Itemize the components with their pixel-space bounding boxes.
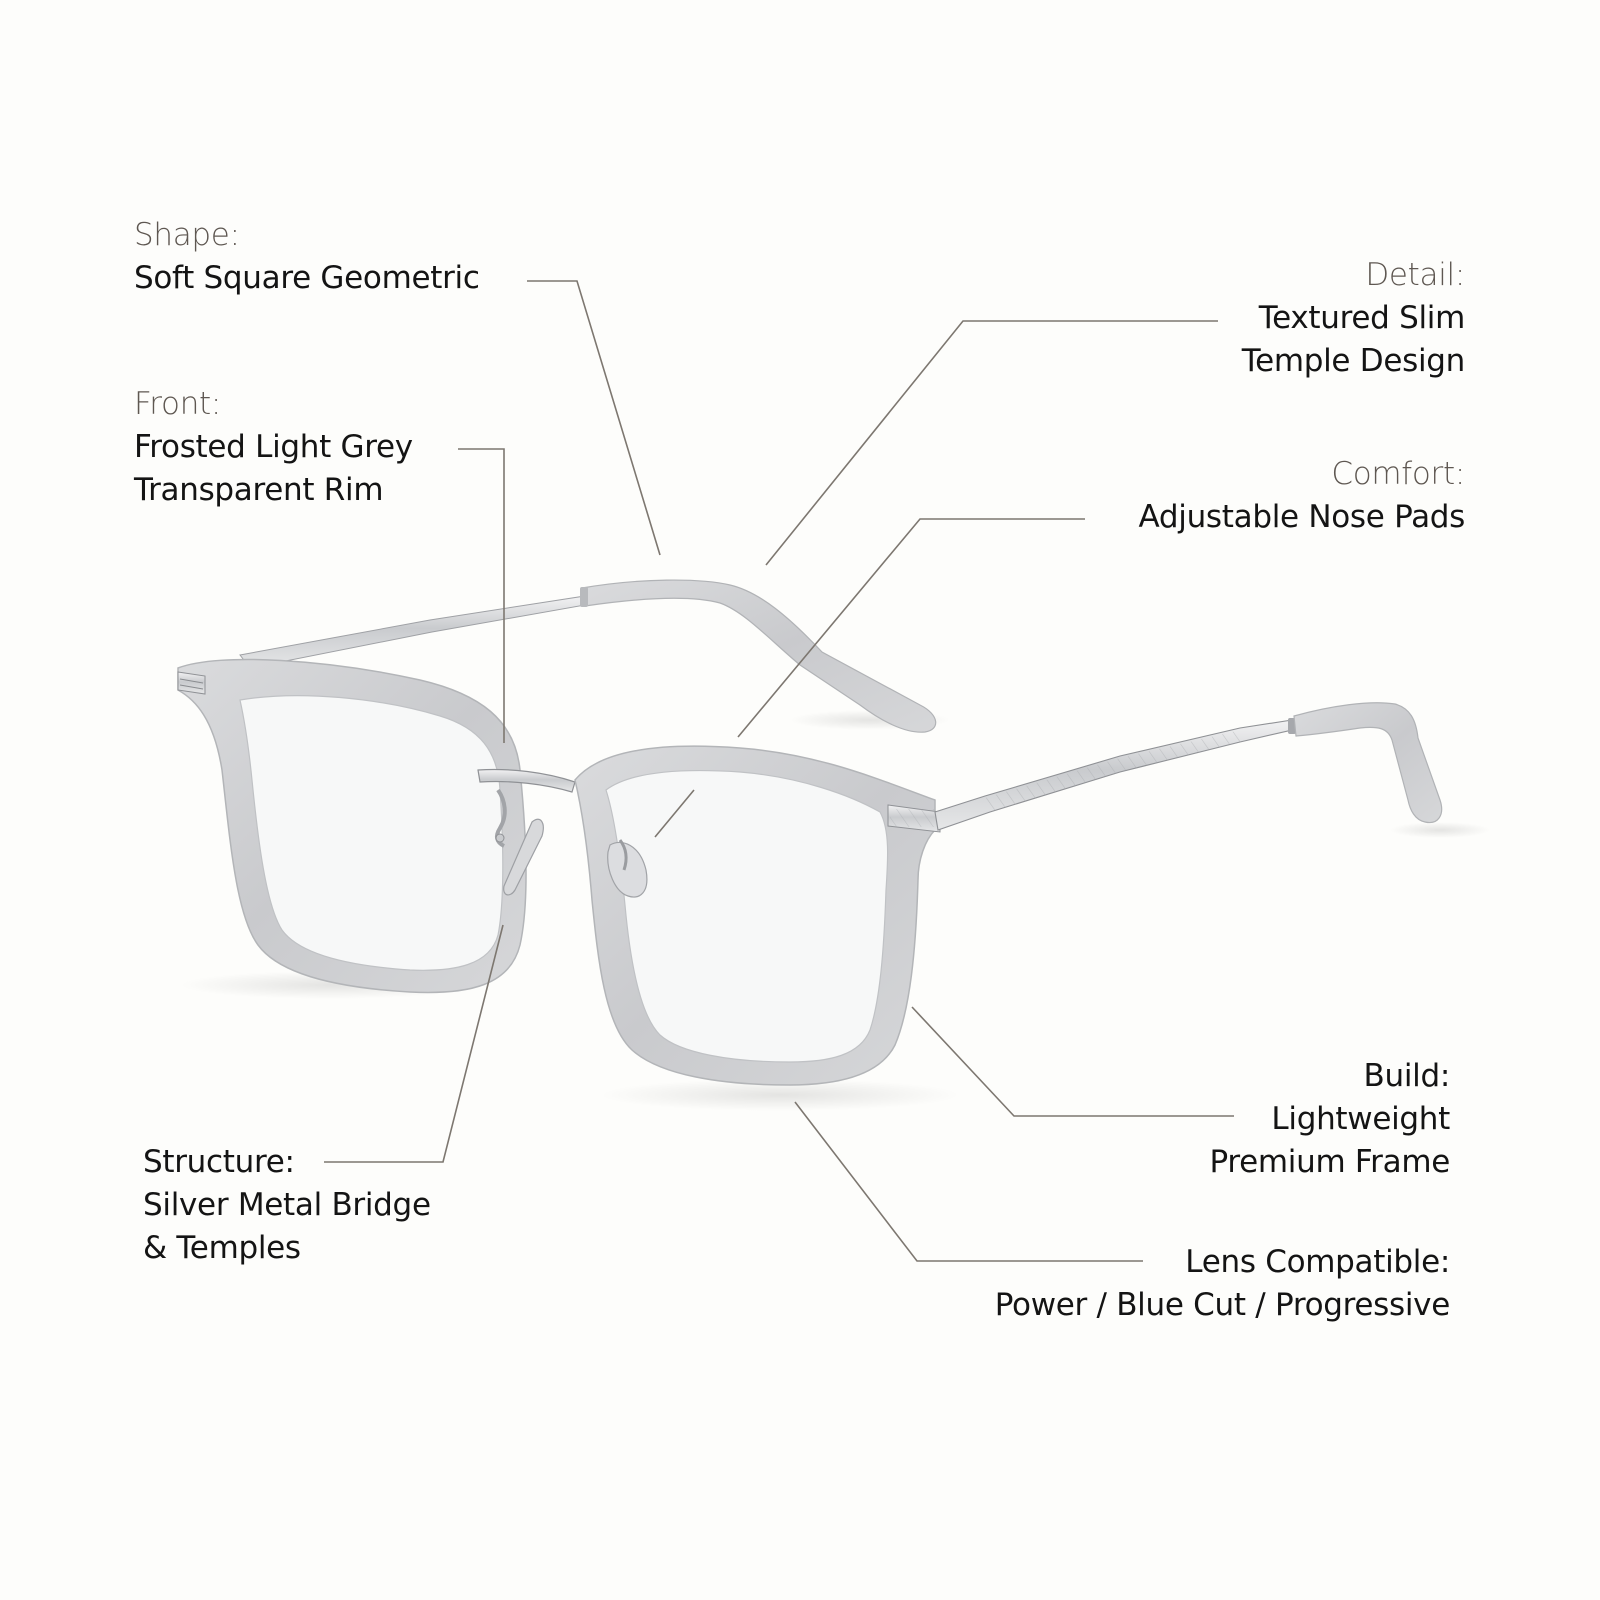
metal-bridge (477, 768, 576, 896)
callout-front-value-line2: Transparent Rim (134, 472, 384, 508)
leader-line-build (911, 1006, 1234, 1117)
callout-structure-value-line1: Silver Metal Bridge (143, 1187, 431, 1223)
callout-build-label: Build: (1363, 1058, 1451, 1094)
callout-build-value-line2: Premium Frame (1209, 1144, 1451, 1180)
callout-build-value-line1: Lightweight (1271, 1101, 1450, 1137)
leader-lines (324, 280, 1234, 1262)
callout-front: Front: Frosted Light Grey Transparent Ri… (134, 383, 413, 512)
callout-structure-value-line2: & Temples (143, 1230, 301, 1266)
callout-structure-label: Structure: (143, 1144, 295, 1180)
callout-shape: Shape: Soft Square Geometric (134, 214, 480, 300)
leader-line-shape (527, 280, 661, 556)
callout-lens-value: Power / Blue Cut / Progressive (994, 1287, 1451, 1323)
callout-shape-label: Shape: (134, 217, 240, 253)
leader-line-detail (765, 320, 1218, 566)
callout-lens-label: Lens Compatible: (1185, 1244, 1450, 1280)
right-rim (574, 745, 941, 1086)
callout-front-value-line1: Frosted Light Grey (134, 429, 413, 465)
callout-comfort: Comfort: Adjustable Nose Pads (1138, 453, 1466, 539)
callout-detail-label: Detail: (1365, 257, 1465, 293)
callout-shape-value: Soft Square Geometric (134, 260, 480, 296)
leader-line-front (458, 448, 505, 743)
near-temple (934, 702, 1443, 831)
callout-structure: Structure: Silver Metal Bridge & Temples (143, 1141, 431, 1270)
leader-line-comfort-lens (654, 789, 695, 838)
callout-comfort-label: Comfort: (1331, 456, 1465, 492)
callout-comfort-value: Adjustable Nose Pads (1138, 499, 1466, 535)
leader-line-structure (324, 924, 504, 1163)
callout-detail: Detail: Textured Slim Temple Design (1241, 254, 1466, 383)
callout-lens: Lens Compatible: Power / Blue Cut / Prog… (994, 1241, 1451, 1327)
callout-detail-value-line2: Temple Design (1241, 343, 1466, 379)
callout-front-label: Front: (134, 386, 222, 422)
callout-detail-value-line1: Textured Slim (1258, 300, 1466, 336)
leader-line-comfort (737, 518, 1085, 738)
left-rim (177, 658, 527, 994)
leader-line-lens (794, 1101, 1143, 1262)
callout-build: Build: Lightweight Premium Frame (1209, 1055, 1451, 1184)
